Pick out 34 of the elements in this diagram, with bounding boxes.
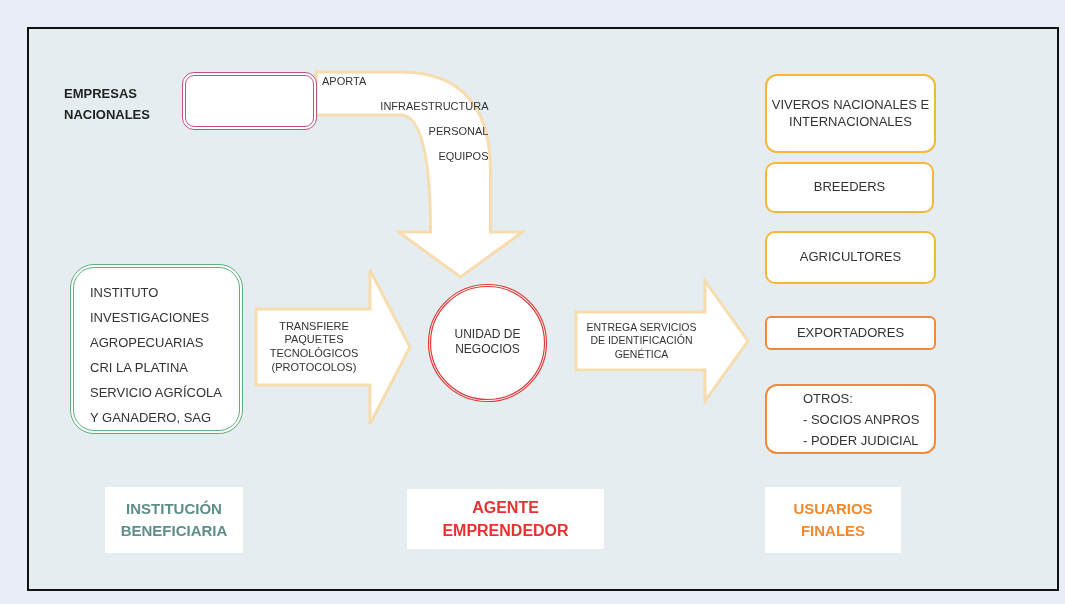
- edge-label: APORTA: [322, 75, 367, 89]
- node-text: VIVEROS NACIONALES E INTERNACIONALES: [770, 97, 931, 130]
- block-arrow: [574, 276, 750, 406]
- edge-label: TRANSFIERE PAQUETES TECNOLÓGICOS (PROTOCOLOS): [268, 318, 360, 375]
- group-label: EMPRESAS NACIONALES: [64, 85, 151, 124]
- node-text: EXPORTADORES: [796, 324, 905, 342]
- section-title: INSTITUCIÓN BENEFICIARIA: [119, 499, 229, 541]
- rounded-box: [70, 264, 243, 434]
- block-arrow: [314, 70, 524, 279]
- section-title: AGENTE EMPRENDEDOR: [441, 497, 570, 541]
- node-text: SERVICIO AGRÍCOLA Y GANADERO, SAG: [90, 384, 223, 427]
- edge-label: EQUIPOS: [438, 150, 489, 164]
- rounded-box: [765, 231, 936, 284]
- rounded-box: [765, 316, 936, 350]
- node-text: INSTITUTO INVESTIGACIONES AGROPECUARIAS: [90, 284, 211, 352]
- node-text: BREEDERS: [813, 179, 886, 196]
- title-box: [765, 487, 901, 553]
- node-text: CRI LA PLATINA: [90, 359, 188, 377]
- edge-label: PERSONAL: [428, 125, 489, 139]
- node-text: - PODER JUDICIAL: [803, 432, 919, 450]
- title-box: [407, 489, 604, 549]
- node-text: UNIDAD DE NEGOCIOS: [453, 327, 522, 357]
- edge-label: INFRAESTRUCTURA: [380, 100, 489, 114]
- node-text: OTROS:: [803, 390, 853, 408]
- block-arrow: [254, 268, 412, 426]
- rounded-box: [765, 74, 936, 153]
- rounded-box: [765, 384, 936, 454]
- title-box: [105, 487, 243, 553]
- edge-label: ENTREGA SERVICIOS DE IDENTIFICACIÓN GENÉTICA: [585, 320, 698, 362]
- rounded-box: [182, 72, 317, 130]
- section-title: USUARIOS FINALES: [792, 499, 874, 541]
- node-text: AGRICULTORES: [799, 249, 902, 266]
- rounded-box: [765, 162, 934, 213]
- node-text: - SOCIOS ANPROS: [803, 411, 920, 429]
